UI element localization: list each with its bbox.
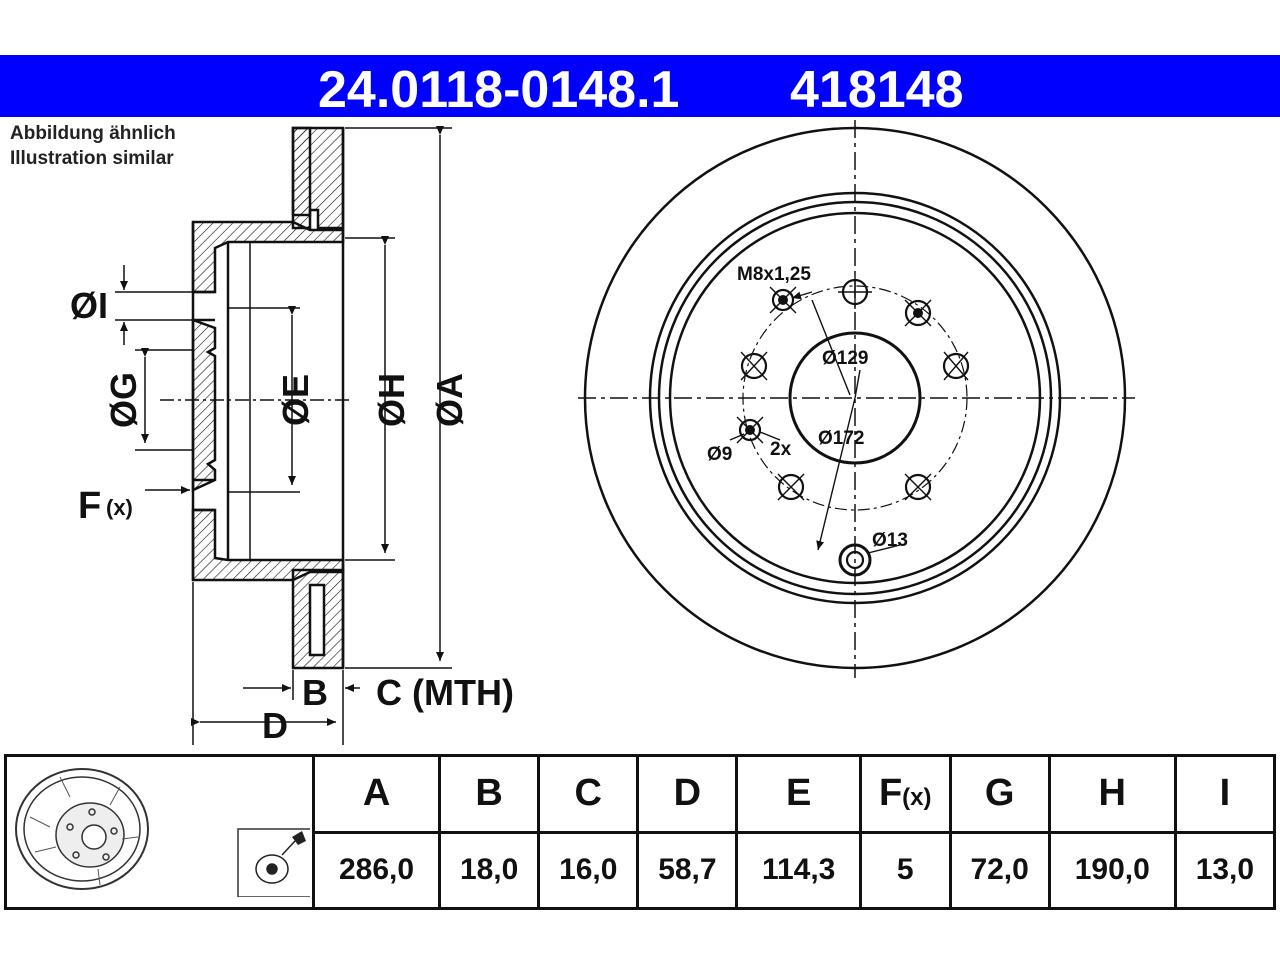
threaded-hole	[771, 288, 795, 312]
value-H: 190,0	[1047, 830, 1177, 910]
label-d13: Ø13	[872, 530, 908, 551]
col-header-C: C	[537, 754, 640, 834]
label-dia-E: ØE	[275, 374, 316, 426]
wheel-stud-hole-inner	[845, 550, 865, 570]
label-D: D	[262, 705, 288, 746]
value-C: 16,0	[537, 830, 640, 910]
label-d9: Ø9	[707, 444, 732, 465]
col-header-G: G	[948, 754, 1051, 834]
label-d129: Ø129	[822, 348, 868, 369]
value-D: 58,7	[636, 830, 739, 910]
label-B: B	[302, 672, 328, 713]
product-thumbnail	[14, 768, 315, 898]
part-number: 24.0118-0148.1	[318, 61, 680, 119]
col-header-F-sub: (x)	[902, 784, 932, 812]
reference-number: 418148	[790, 61, 964, 119]
section-dimensions	[115, 126, 452, 745]
col-header-E: E	[735, 754, 862, 834]
spec-table: A B C D E F(x) G H I 286,0 18,0 16,0 58,…	[4, 754, 1277, 910]
value-F: 5	[858, 830, 952, 910]
label-dia-H: ØH	[371, 373, 412, 427]
bolt-hole	[904, 473, 932, 501]
title-bar	[0, 55, 1280, 117]
value-I: 13,0	[1173, 830, 1277, 910]
label-thread: M8x1,25	[737, 264, 811, 285]
label-F: F	[78, 485, 101, 527]
wheel-stud-hole	[838, 543, 872, 577]
cross-section-view	[191, 126, 345, 670]
value-A: 286,0	[311, 830, 442, 910]
bolt-hole	[904, 299, 932, 327]
technical-drawing: ØI ØG ØE ØH ØA F (x) B C (MTH) D	[70, 120, 1135, 746]
col-header-F-letter: F	[878, 772, 903, 815]
label-dia-G: ØG	[103, 372, 144, 428]
note-german: Abbildung ähnlich	[10, 123, 176, 144]
bolt-hole	[942, 352, 970, 380]
locating-hole	[738, 418, 762, 442]
note-english: Illustration similar	[10, 148, 174, 169]
col-header-I: I	[1173, 754, 1277, 834]
label-count: 2x	[770, 439, 792, 460]
col-header-H: H	[1047, 754, 1177, 834]
bolt-hole	[777, 473, 805, 501]
col-header-A: A	[311, 754, 442, 834]
label-d172: Ø172	[818, 428, 864, 449]
label-F-sub: (x)	[106, 495, 133, 520]
col-header-F: F(x)	[858, 754, 952, 834]
col-header-B: B	[438, 754, 541, 834]
label-C-mth: C (MTH)	[376, 672, 514, 713]
thumbnail-cell	[4, 754, 315, 910]
label-dia-A: ØA	[429, 373, 470, 427]
value-E: 114,3	[735, 830, 862, 910]
bolt-hole	[740, 352, 768, 380]
value-G: 72,0	[948, 830, 1051, 910]
label-dia-I: ØI	[70, 285, 108, 326]
value-B: 18,0	[438, 830, 541, 910]
col-header-D: D	[636, 754, 739, 834]
